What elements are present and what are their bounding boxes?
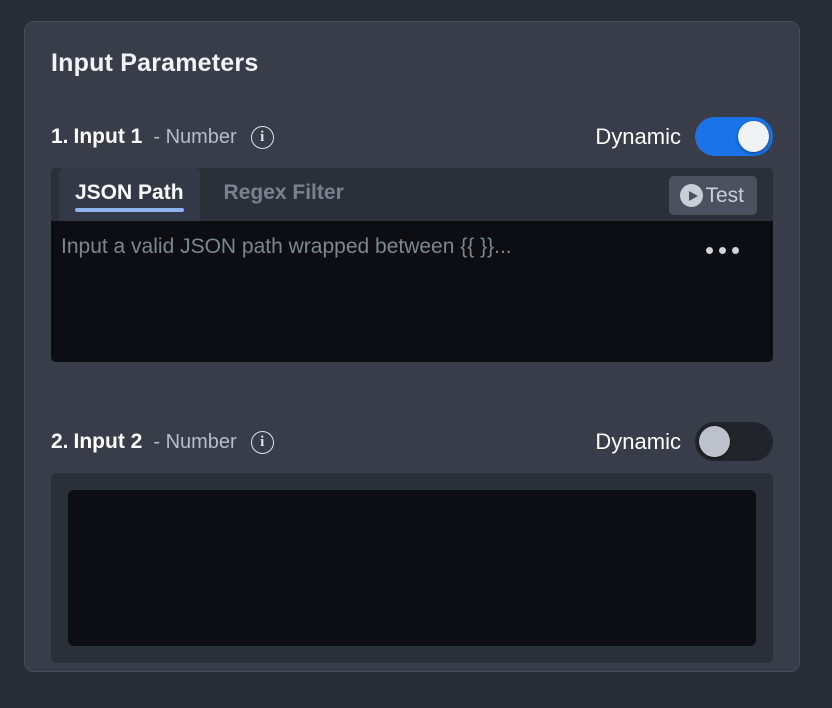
parameter-1-label: 1. Input 1 - Number i (51, 125, 274, 149)
tab-regex-filter-label: Regex Filter (223, 181, 344, 204)
editor-tabs: JSON Path Regex Filter Test (51, 168, 773, 221)
test-button[interactable]: Test (669, 176, 757, 215)
parameter-2-index: 2. (51, 430, 69, 453)
parameter-2-label: 2. Input 2 - Number i (51, 430, 274, 454)
tab-json-path-label: JSON Path (75, 181, 184, 204)
page-title: Input Parameters (51, 49, 259, 77)
parameter-1-dynamic-control: Dynamic (595, 117, 773, 156)
toggle-knob (738, 121, 769, 152)
parameter-2-editor-panel (51, 473, 773, 663)
toggle-knob (699, 426, 730, 457)
dynamic-toggle-input-2[interactable] (695, 422, 773, 461)
parameter-2-dynamic-control: Dynamic (595, 422, 773, 461)
parameter-1-header: 1. Input 1 - Number i Dynamic (51, 108, 773, 168)
json-path-placeholder: Input a valid JSON path wrapped between … (61, 235, 512, 258)
json-path-editor[interactable]: Input a valid JSON path wrapped between … (51, 221, 773, 362)
ellipsis-horizontal-icon[interactable] (706, 247, 739, 254)
parameter-1-name: Input 1 (73, 125, 143, 148)
tab-regex-filter[interactable]: Regex Filter (216, 168, 352, 221)
dynamic-label: Dynamic (595, 428, 681, 454)
play-circle-icon (680, 184, 704, 207)
parameter-block-1: 1. Input 1 - Number i Dynamic JSON Path … (25, 108, 799, 362)
parameter-1-index: 1. (51, 125, 69, 148)
dynamic-label: Dynamic (595, 123, 681, 149)
parameter-1-type: - Number (153, 125, 237, 148)
test-button-label: Test (705, 183, 744, 207)
input-parameters-card: Input Parameters 1. Input 1 - Number i D… (24, 21, 800, 672)
info-icon[interactable]: i (250, 125, 274, 149)
dynamic-toggle-input-1[interactable] (695, 117, 773, 156)
info-icon[interactable]: i (250, 430, 274, 454)
active-tab-underline (75, 208, 184, 212)
parameter-2-header: 2. Input 2 - Number i Dynamic (51, 413, 773, 473)
tab-json-path[interactable]: JSON Path (59, 168, 200, 221)
parameter-1-editor-panel: JSON Path Regex Filter Test Input a vali… (51, 168, 773, 362)
parameter-2-type: - Number (153, 430, 237, 453)
input-2-editor[interactable] (67, 489, 757, 647)
parameter-block-2: 2. Input 2 - Number i Dynamic (25, 413, 799, 663)
parameter-2-name: Input 2 (73, 430, 143, 453)
